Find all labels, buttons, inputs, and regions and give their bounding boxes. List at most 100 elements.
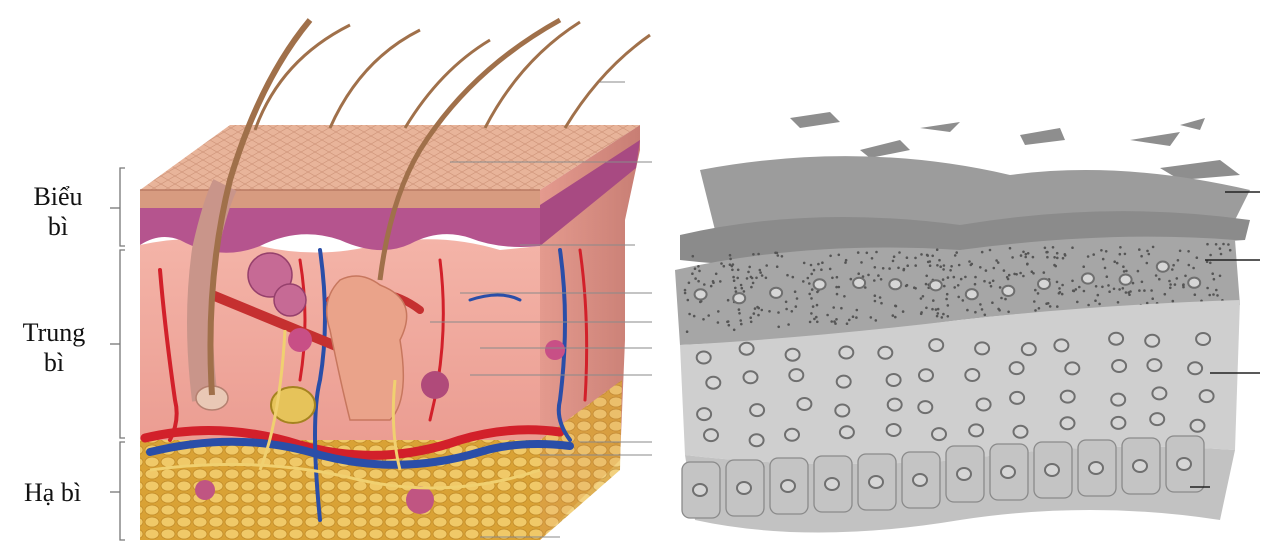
cell-nucleus xyxy=(975,342,989,354)
granule-dot xyxy=(1058,292,1061,295)
granule-dot xyxy=(765,277,768,280)
cell-nucleus xyxy=(1200,390,1214,402)
granule-dot xyxy=(1146,250,1149,253)
granule-dot xyxy=(816,304,819,307)
granule-dot xyxy=(1169,283,1172,286)
granule-dot xyxy=(1027,252,1030,255)
granule-dot xyxy=(777,326,780,329)
cell-nucleus xyxy=(1196,333,1210,345)
granule-dot xyxy=(1150,289,1153,292)
granule-dot xyxy=(914,264,917,267)
granule-dot xyxy=(1076,301,1079,304)
granule-dot xyxy=(829,255,832,258)
granule-dot xyxy=(776,252,779,255)
granule-dot xyxy=(1164,293,1167,296)
granule-dot xyxy=(813,269,816,272)
granule-dot xyxy=(1011,256,1014,259)
cell-nucleus xyxy=(853,278,865,288)
granule-dot xyxy=(1125,291,1128,294)
granule-dot xyxy=(926,254,929,257)
granule-dot xyxy=(1009,247,1012,250)
granule-dot xyxy=(874,294,877,297)
granule-dot xyxy=(882,267,885,270)
granule-dot xyxy=(1007,278,1010,281)
granule-dot xyxy=(732,263,735,266)
granule-dot xyxy=(1122,265,1125,268)
cell-nucleus xyxy=(1109,333,1123,345)
cell-nucleus xyxy=(1010,392,1024,404)
granule-dot xyxy=(1176,277,1179,280)
granule-dot xyxy=(1101,286,1104,289)
granule-dot xyxy=(922,295,925,298)
granule-dot xyxy=(1038,307,1041,310)
cell-nucleus xyxy=(966,289,978,299)
granule-dot xyxy=(1004,298,1007,301)
granule-dot xyxy=(920,253,923,256)
granule-dot xyxy=(1206,243,1209,246)
cell-nucleus xyxy=(1061,417,1075,429)
granule-dot xyxy=(1119,246,1122,249)
granule-dot xyxy=(1119,253,1122,256)
cell-nucleus xyxy=(1150,413,1164,425)
granule-dot xyxy=(759,271,762,274)
granule-dot xyxy=(1022,275,1025,278)
granule-dot xyxy=(1056,257,1059,260)
granule-dot xyxy=(1146,302,1149,305)
granule-dot xyxy=(1032,256,1035,259)
granule-dot xyxy=(768,310,771,313)
granule-dot xyxy=(759,269,762,272)
cell-nucleus xyxy=(1001,466,1015,478)
granule-dot xyxy=(1026,263,1029,266)
granule-dot xyxy=(727,299,730,302)
granule-dot xyxy=(1056,281,1059,284)
granule-dot xyxy=(795,305,798,308)
granule-dot xyxy=(1032,272,1035,275)
granule-dot xyxy=(989,249,992,252)
granule-dot xyxy=(1122,287,1125,290)
granule-dot xyxy=(877,274,880,277)
cell-nucleus xyxy=(918,401,932,413)
granule-dot xyxy=(873,279,876,282)
granule-dot xyxy=(753,312,756,315)
granule-dot xyxy=(953,286,956,289)
granule-dot xyxy=(756,306,759,309)
granule-dot xyxy=(1211,272,1214,275)
granule-dot xyxy=(829,268,832,271)
cell-nucleus xyxy=(1147,359,1161,371)
granule-dot xyxy=(684,289,687,292)
granule-dot xyxy=(733,329,736,332)
granule-dot xyxy=(717,310,720,313)
granule-dot xyxy=(1215,243,1218,246)
cell-nucleus xyxy=(695,289,707,299)
granule-dot xyxy=(757,253,760,256)
granule-dot xyxy=(1056,305,1059,308)
cell-nucleus xyxy=(1188,278,1200,288)
granule-dot xyxy=(1087,255,1090,258)
granule-dot xyxy=(927,261,930,264)
granule-dot xyxy=(893,255,896,258)
granule-dot xyxy=(1037,292,1040,295)
granule-dot xyxy=(892,260,895,263)
granule-dot xyxy=(1215,289,1218,292)
granule-dot xyxy=(808,282,811,285)
granule-dot xyxy=(1216,294,1219,297)
granule-dot xyxy=(697,265,700,268)
granule-dot xyxy=(997,261,1000,264)
granule-dot xyxy=(946,293,949,296)
cell-nucleus xyxy=(1082,273,1094,283)
granule-dot xyxy=(699,301,702,304)
granule-dot xyxy=(867,274,870,277)
granule-dot xyxy=(1116,262,1119,265)
granule-dot xyxy=(1095,285,1098,288)
granule-dot xyxy=(1008,274,1011,277)
granule-dot xyxy=(1046,256,1049,259)
cell-nucleus xyxy=(750,434,764,446)
granule-dot xyxy=(1108,290,1111,293)
cell-nucleus xyxy=(1022,343,1036,355)
cell-nucleus xyxy=(837,376,851,388)
granule-dot xyxy=(1206,260,1209,263)
granule-dot xyxy=(1118,288,1121,291)
granule-dot xyxy=(870,316,873,319)
granule-dot xyxy=(1007,311,1010,314)
cell-nucleus xyxy=(814,279,826,289)
